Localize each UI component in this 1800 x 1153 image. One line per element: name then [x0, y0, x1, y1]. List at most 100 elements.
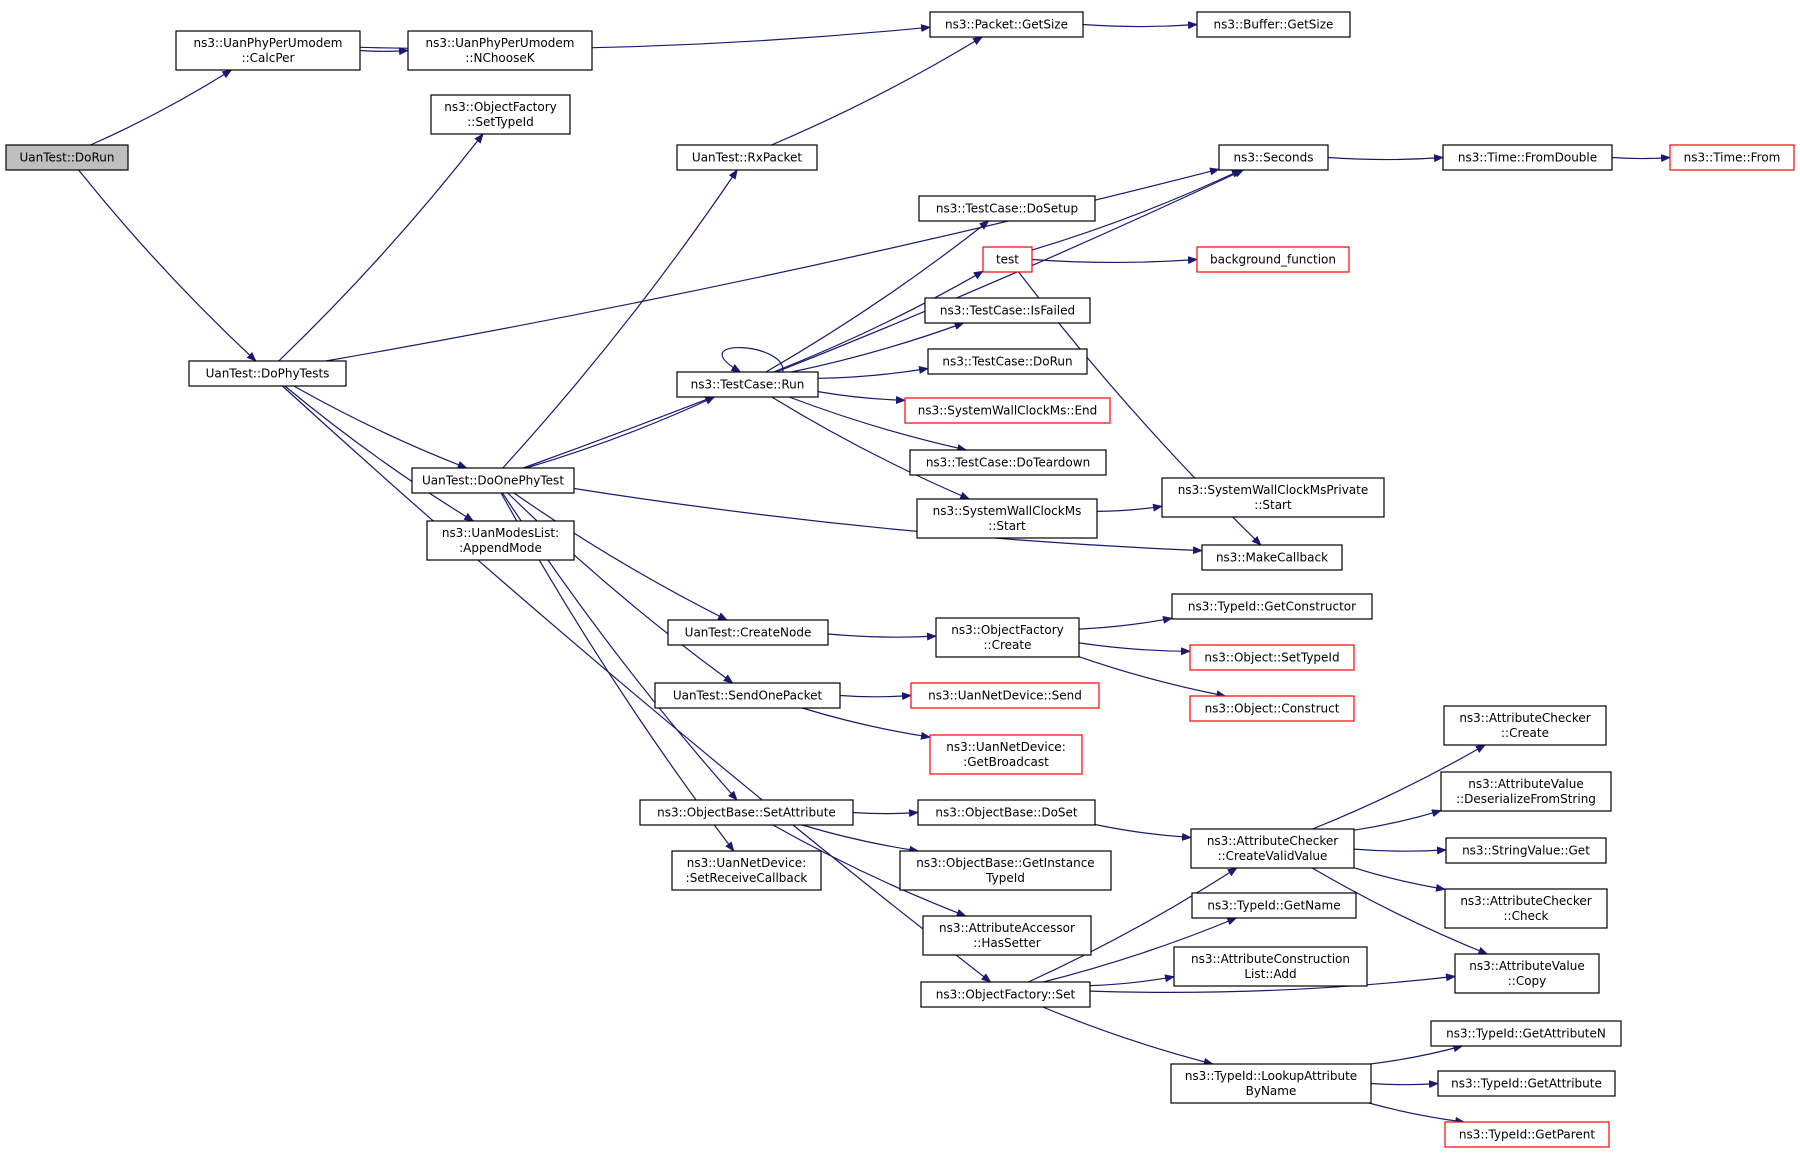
- node-box: [909, 449, 1107, 476]
- node-getconstructor[interactable]: ns3::TypeId::GetConstructor: [1171, 593, 1373, 620]
- node-box: [430, 94, 571, 135]
- node-settypeid_of[interactable]: ns3::ObjectFactory::SetTypeId: [430, 94, 571, 135]
- edge-lookupattr-to-getparent: [1368, 1102, 1466, 1125]
- node-nchoosek[interactable]: ns3::UanPhyPerUmodem::NChooseK: [407, 30, 593, 71]
- node-doset[interactable]: ns3::ObjectBase::DoSet: [917, 799, 1096, 826]
- edge-dorun-to-calcper: [90, 69, 233, 146]
- node-label: ns3::SystemWallClockMs: [933, 504, 1082, 518]
- edge-setattribute-to-hassetter: [772, 824, 967, 917]
- node-getparent[interactable]: ns3::TypeId::GetParent: [1444, 1121, 1610, 1148]
- node-avcopy[interactable]: ns3::AttributeValue::Copy: [1454, 953, 1600, 994]
- node-box: [1171, 593, 1373, 620]
- node-box: [910, 682, 1100, 709]
- node-ofcreate[interactable]: ns3::ObjectFactory::Create: [935, 617, 1080, 658]
- edge-test-to-bgfunc: [1031, 256, 1198, 265]
- node-timefrom[interactable]: ns3::Time::From: [1669, 144, 1795, 171]
- edge-fromdouble-to-timefrom: [1611, 154, 1671, 163]
- node-label: ::Create: [1501, 726, 1549, 740]
- node-getattrn[interactable]: ns3::TypeId::GetAttributeN: [1430, 1020, 1622, 1047]
- node-makecallback[interactable]: ns3::MakeCallback: [1201, 544, 1343, 571]
- node-getattr[interactable]: ns3::TypeId::GetAttribute: [1437, 1070, 1616, 1097]
- node-setattribute[interactable]: ns3::ObjectBase::SetAttribute: [639, 799, 854, 826]
- node-appendmode[interactable]: ns3::UanModesList::AppendMode: [426, 520, 575, 561]
- node-label: ::HasSetter: [973, 936, 1041, 950]
- node-netdevsend[interactable]: ns3::UanNetDevice::Send: [910, 682, 1100, 709]
- edge-lookupattr-to-getattr: [1370, 1080, 1439, 1089]
- node-getbroadcast[interactable]: ns3::UanNetDevice::GetBroadcast: [929, 734, 1083, 775]
- node-box: [188, 360, 347, 387]
- node-setrecv[interactable]: ns3::UanNetDevice::SetReceiveCallback: [671, 850, 822, 891]
- node-label: ::Copy: [1508, 974, 1547, 988]
- node-rxpacket[interactable]: UanTest::RxPacket: [676, 144, 818, 171]
- node-label: ns3::ObjectFactory: [951, 623, 1064, 637]
- node-label: ns3::AttributeChecker: [1460, 894, 1591, 908]
- node-box: [654, 682, 841, 709]
- edge-createvalid-to-avcopy: [1311, 867, 1489, 955]
- node-label: ns3::UanModesList:: [442, 526, 559, 540]
- node-dorun[interactable]: UanTest::DoRun: [5, 144, 129, 171]
- node-label: ns3::TypeId::GetParent: [1459, 1128, 1595, 1142]
- node-hassetter[interactable]: ns3::AttributeAccessor::HasSetter: [922, 915, 1092, 956]
- node-pktsize[interactable]: ns3::Packet::GetSize: [929, 11, 1084, 38]
- node-tcdorun[interactable]: ns3::TestCase::DoRun: [927, 348, 1088, 375]
- node-doteardown[interactable]: ns3::TestCase::DoTeardown: [909, 449, 1107, 476]
- node-bufsize[interactable]: ns3::Buffer::GetSize: [1196, 11, 1351, 38]
- node-label: ns3::TestCase::IsFailed: [940, 304, 1075, 318]
- node-ofset[interactable]: ns3::ObjectFactory::Set: [920, 981, 1091, 1008]
- node-doonephytest[interactable]: UanTest::DoOnePhyTest: [411, 467, 575, 494]
- node-acheck[interactable]: ns3::AttributeChecker::Check: [1444, 888, 1608, 929]
- node-label: ns3::AttributeValue: [1469, 959, 1585, 973]
- node-label: UanTest::DoOnePhyTest: [422, 474, 564, 488]
- node-label: ns3::AttributeChecker: [1207, 834, 1338, 848]
- node-seconds[interactable]: ns3::Seconds: [1218, 144, 1329, 171]
- node-isfailed[interactable]: ns3::TestCase::IsFailed: [924, 297, 1091, 324]
- node-swcend[interactable]: ns3::SystemWallClockMs::End: [904, 397, 1111, 424]
- node-label: UanTest::DoPhyTests: [206, 367, 330, 381]
- node-label: ns3::AttributeChecker: [1459, 711, 1590, 725]
- node-stringget[interactable]: ns3::StringValue::Get: [1445, 837, 1607, 864]
- edge-tcrun-to-swcstart: [771, 396, 971, 500]
- node-test[interactable]: test: [982, 246, 1033, 273]
- edge-ofcreate-to-construct: [1078, 656, 1227, 699]
- node-calcper[interactable]: ns3::UanPhyPerUmodem::CalcPer: [175, 30, 361, 71]
- edge-doonephytest-to-seconds: [522, 169, 1245, 469]
- node-box: [929, 734, 1083, 775]
- node-swcpstart[interactable]: ns3::SystemWallClockMsPrivate::Start: [1161, 477, 1385, 518]
- edge-tcrun-to-doteardown: [788, 396, 968, 452]
- node-label: ::Check: [1504, 909, 1549, 923]
- node-dophytests[interactable]: UanTest::DoPhyTests: [188, 360, 347, 387]
- node-label: UanTest::RxPacket: [692, 151, 802, 165]
- edge-lookupattr-to-getattrn: [1370, 1044, 1464, 1065]
- edge-dophytests-to-ofset: [281, 385, 992, 983]
- node-label: :AppendMode: [459, 541, 542, 555]
- node-fromdouble[interactable]: ns3::Time::FromDouble: [1442, 144, 1613, 171]
- node-box: [1430, 1020, 1622, 1047]
- node-construct[interactable]: ns3::Object::Construct: [1189, 695, 1355, 722]
- node-gettypeidname[interactable]: ns3::TypeId::GetName: [1191, 892, 1357, 919]
- node-sendonepacket[interactable]: UanTest::SendOnePacket: [654, 682, 841, 709]
- node-label: ns3::TestCase::DoSetup: [936, 202, 1078, 216]
- node-box: [1196, 11, 1351, 38]
- node-box: [1189, 695, 1355, 722]
- node-label: ns3::UanPhyPerUmodem: [194, 36, 343, 50]
- edge-pktsize-to-bufsize: [1082, 21, 1198, 30]
- node-bgfunc[interactable]: background_function: [1196, 246, 1350, 273]
- node-createvalid[interactable]: ns3::AttributeChecker::CreateValidValue: [1190, 828, 1355, 869]
- node-swcstart[interactable]: ns3::SystemWallClockMs::Start: [916, 498, 1098, 539]
- node-box: [1444, 888, 1608, 929]
- node-deserialize[interactable]: ns3::AttributeValue::DeserializeFromStri…: [1440, 771, 1612, 812]
- node-box: [916, 498, 1098, 539]
- node-box: [1669, 144, 1795, 171]
- node-dosetup[interactable]: ns3::TestCase::DoSetup: [918, 195, 1096, 222]
- node-box: [1442, 144, 1613, 171]
- edge-dophytests-to-doonephytest: [293, 385, 468, 469]
- edge-setattribute-to-getinsttype: [802, 824, 920, 854]
- node-acreate[interactable]: ns3::AttributeChecker::Create: [1443, 705, 1607, 746]
- node-tcrun[interactable]: ns3::TestCase::Run: [676, 371, 819, 398]
- node-objsettypeid[interactable]: ns3::Object::SetTypeId: [1189, 644, 1355, 671]
- node-createnode[interactable]: UanTest::CreateNode: [667, 619, 829, 646]
- node-box: [904, 397, 1111, 424]
